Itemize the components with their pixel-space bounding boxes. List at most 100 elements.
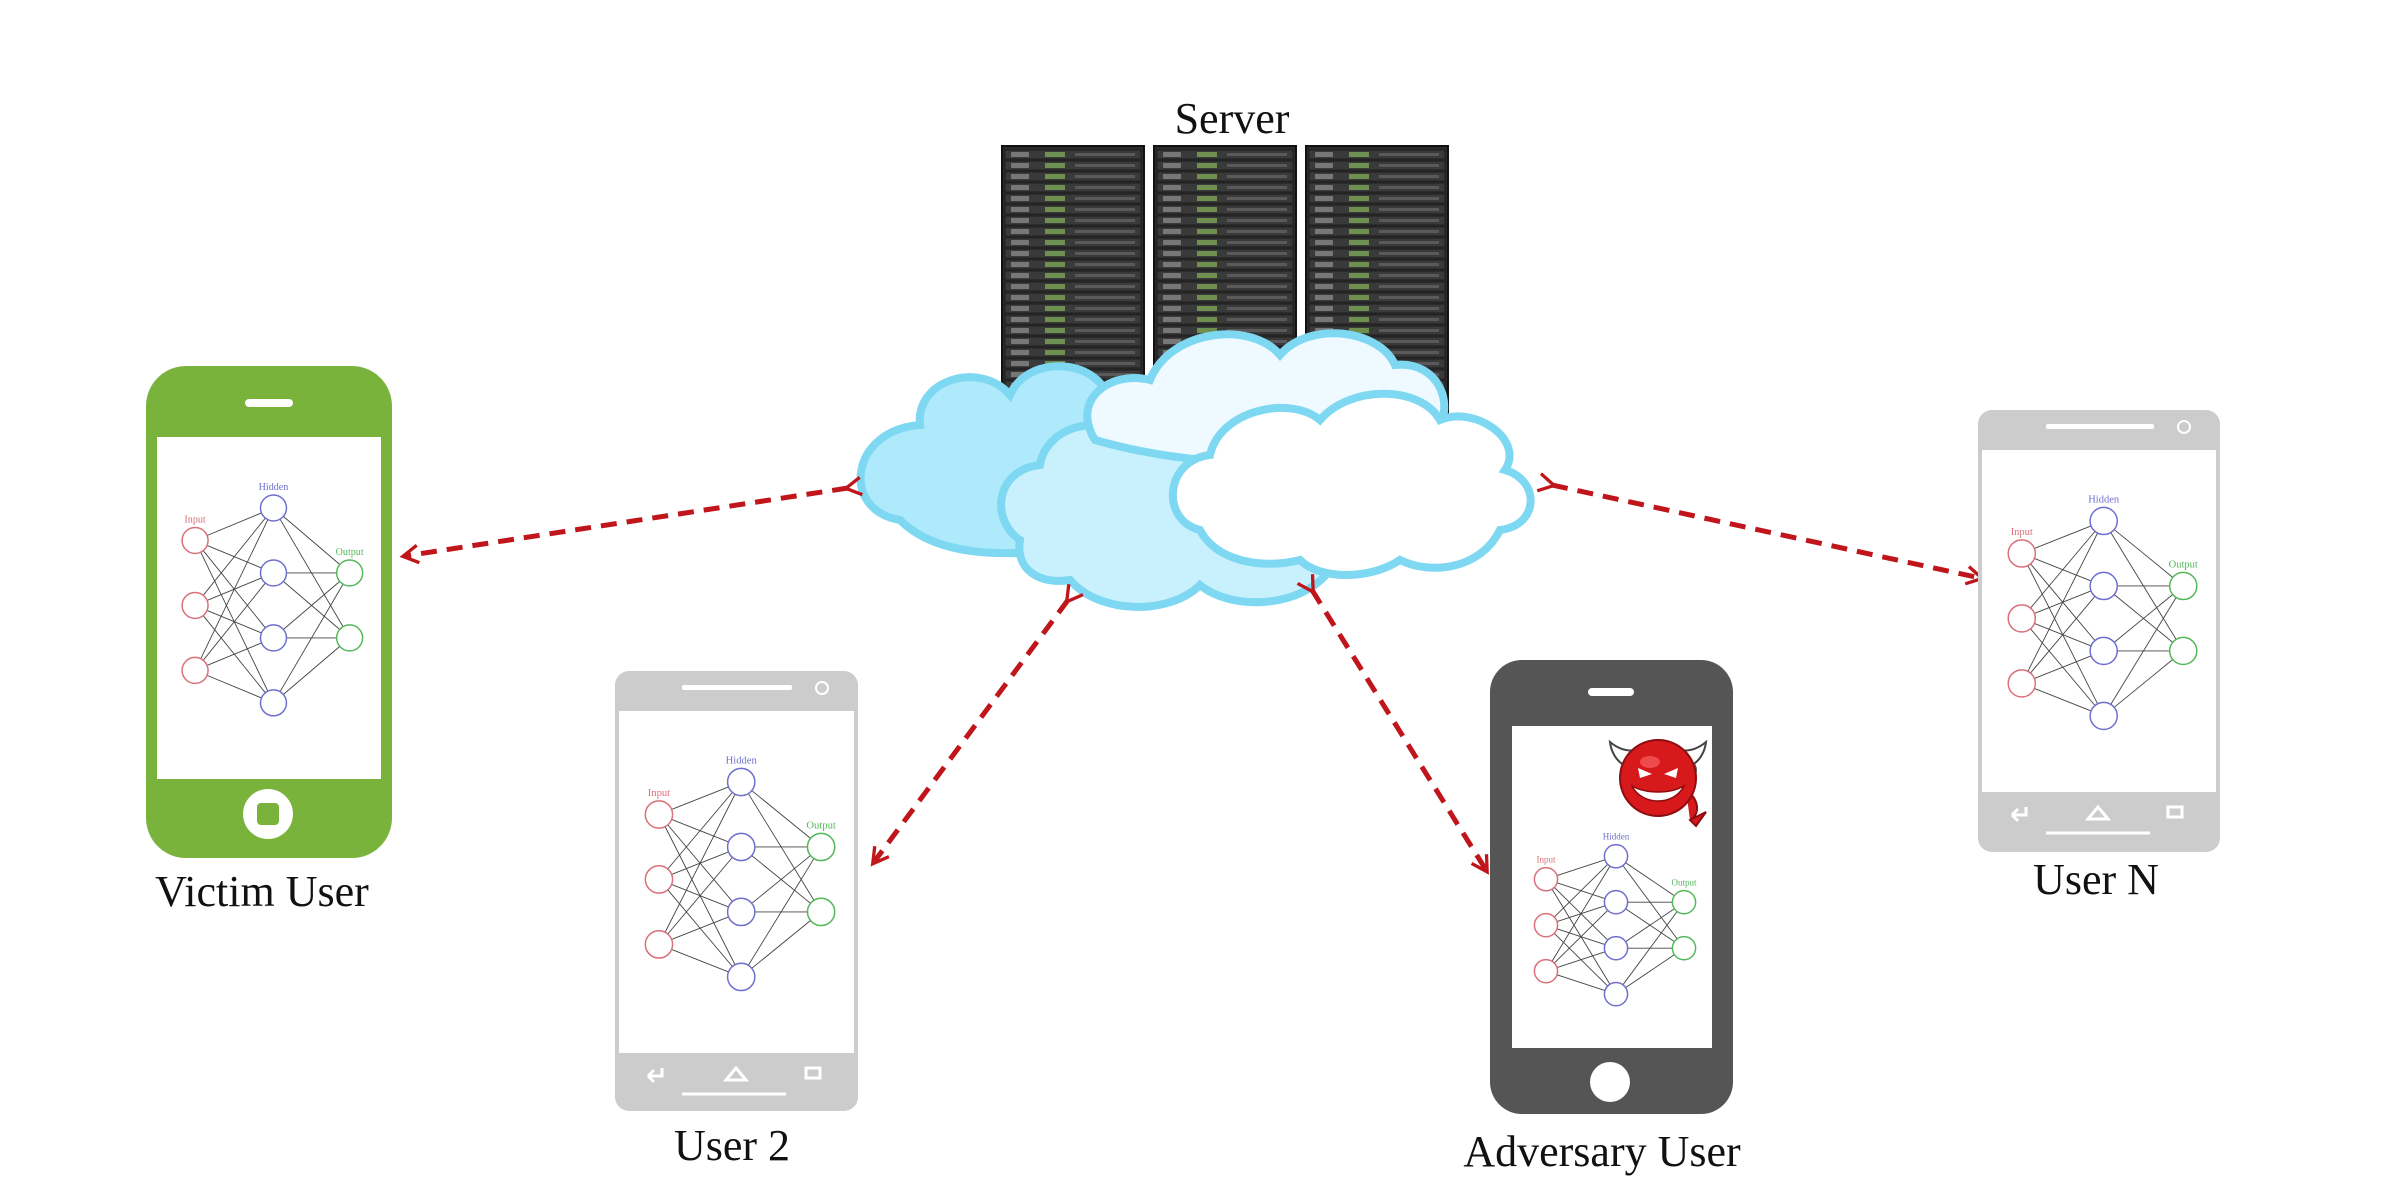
nn-node: [2007, 539, 2037, 568]
nn-edge: [202, 517, 266, 596]
nn-edge: [2034, 655, 2092, 679]
nn-node: [1603, 981, 1629, 1007]
nn-node: [259, 624, 288, 652]
user-n-phone-camera: [2177, 420, 2191, 434]
user-2-phone-camera: [815, 681, 829, 695]
home-icon: [722, 1065, 750, 1082]
recents-icon: [804, 1066, 822, 1080]
victim-user-label: Victim User: [155, 867, 369, 916]
nn-node: [1671, 935, 1697, 961]
nn-edge: [283, 646, 341, 695]
nn-edge: [1551, 865, 1611, 962]
nn-node: [644, 930, 674, 959]
nn-layer-label: Output: [2169, 559, 2198, 570]
nn-layer-label: Input: [1537, 855, 1556, 865]
nn-edge: [747, 858, 815, 966]
nn-edge: [1556, 974, 1606, 991]
nn-edge: [671, 786, 729, 810]
nn-node: [644, 865, 674, 894]
nn-node: [1671, 889, 1697, 915]
nn-layer-label: Hidden: [2088, 494, 2120, 505]
nn-edge: [200, 519, 269, 659]
nn-node: [181, 526, 209, 555]
nn-edge: [2034, 525, 2092, 549]
nn-layer-label: Output: [336, 547, 364, 558]
nn-edge: [206, 674, 262, 699]
user-2-label: User 2: [674, 1121, 790, 1170]
nn-edge: [751, 920, 811, 969]
nn-edge: [1625, 908, 1675, 943]
nn-layer-label: Hidden: [726, 755, 758, 766]
nn-node: [2007, 604, 2037, 633]
nn-node: [181, 656, 209, 685]
nn-node: [2089, 506, 2119, 536]
user-2-nav-bar: [646, 1065, 822, 1096]
nn-edge: [1556, 951, 1606, 968]
user-2-phone-speaker: [682, 685, 792, 690]
nn-node: [1603, 889, 1629, 915]
nn-node: [1603, 935, 1629, 961]
nn-node: [259, 559, 288, 587]
back-icon: [2010, 807, 2028, 823]
nn-edge: [2113, 594, 2174, 643]
nn-node: [335, 624, 364, 652]
nn-edge: [2110, 597, 2177, 705]
nn-layer-label: Input: [648, 788, 670, 799]
nn-node: [726, 832, 756, 862]
nn-node: [1533, 958, 1559, 984]
nn-layer-label: Output: [1671, 878, 1697, 888]
nn-node: [2089, 571, 2119, 601]
nn-layer-label: Hidden: [259, 482, 289, 493]
nn-edge: [1553, 864, 1609, 918]
nn-edge: [206, 512, 262, 536]
home-icon: [2084, 804, 2112, 821]
arrow-server-adversary-user: [1296, 574, 1489, 875]
nn-node: [2089, 636, 2119, 666]
nn-edge: [2027, 532, 2098, 672]
nn-edge: [202, 582, 266, 661]
nn-edge: [2113, 529, 2174, 578]
nn-node: [1533, 912, 1559, 938]
nn-edge: [751, 790, 811, 839]
user-n-nav-bar: [2010, 804, 2184, 835]
nn-node: [335, 559, 364, 587]
cloud: [856, 329, 1535, 611]
nn-node: [644, 800, 674, 829]
nn-node: [259, 494, 288, 522]
nn-edge: [664, 793, 736, 933]
recents-icon: [2166, 805, 2184, 819]
nn-edge: [2113, 659, 2174, 708]
nn-node: [726, 767, 756, 797]
victim-home-button-square: [257, 803, 279, 825]
nn-node: [2168, 571, 2198, 601]
nn-node: [181, 591, 209, 620]
nn-edge: [1625, 862, 1675, 897]
nn-node: [806, 832, 836, 862]
nn-node: [806, 897, 836, 927]
nn-edge: [1625, 954, 1675, 989]
nn-edge: [671, 949, 729, 973]
nn-edge: [1556, 859, 1606, 877]
nn-edge: [206, 642, 262, 666]
nn-edge: [1622, 911, 1678, 986]
back-icon: [646, 1068, 664, 1084]
nn-node: [1603, 843, 1629, 869]
nn-layer-label: Input: [2011, 527, 2033, 538]
nn-edge: [279, 583, 344, 692]
arrow-server-user-2: [870, 583, 1084, 867]
nn-edge: [2030, 596, 2096, 674]
devil-icon: [1608, 739, 1708, 828]
adversary-home-button: [1590, 1062, 1630, 1102]
nn-node: [726, 962, 756, 992]
nn-edge: [1553, 910, 1609, 964]
nn-layer-label: Input: [184, 514, 206, 525]
nn-edge: [283, 516, 341, 565]
nn-layer-label: Output: [806, 820, 835, 831]
